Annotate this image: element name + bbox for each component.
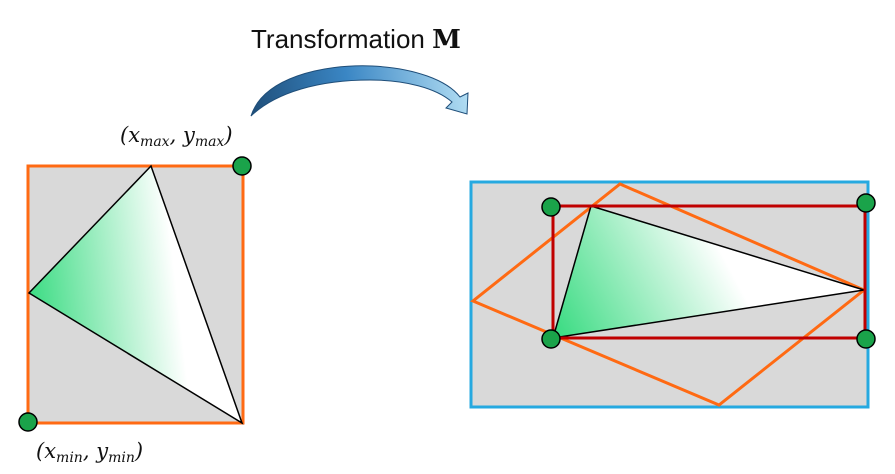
corner-point-bottom-right <box>856 329 876 349</box>
max-corner-point <box>232 156 252 176</box>
right-panel <box>469 180 876 409</box>
title-text: Transformation <box>251 24 432 54</box>
transformed-bounding-box <box>470 182 867 407</box>
curved-arrow-icon <box>250 65 469 117</box>
corner-point-top-right <box>856 193 876 213</box>
right-triangle <box>551 205 865 339</box>
min-corner-point <box>18 412 38 432</box>
matrix-symbol: M <box>432 25 461 55</box>
recomputed-bounding-box <box>551 204 867 340</box>
min-corner-label: (xmin, ymin) <box>36 439 143 466</box>
corner-point-top-left <box>541 197 561 217</box>
diagram-title: Transformation M <box>251 24 461 55</box>
max-corner-label: (xmax, ymax) <box>120 123 233 150</box>
left-panel <box>18 156 252 432</box>
left-triangle <box>27 164 244 425</box>
corner-point-bottom-left <box>541 329 561 349</box>
